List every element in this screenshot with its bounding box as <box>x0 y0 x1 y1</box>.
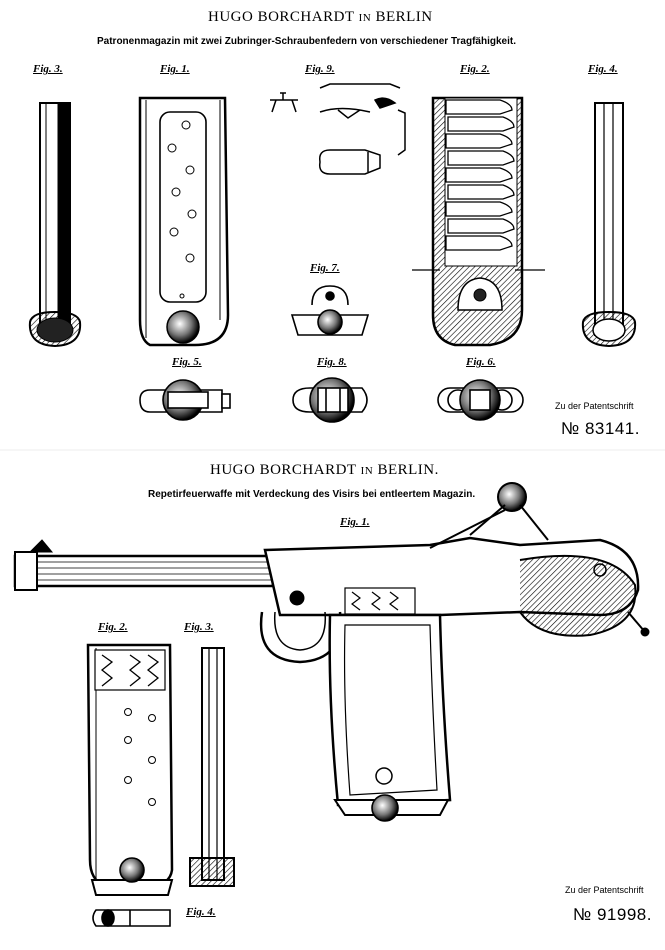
sheet2-fig3-drawing <box>189 647 235 887</box>
sheet2-patent-caption: Zu der Patentschrift <box>565 885 644 895</box>
sheet1-fig1-drawing <box>138 96 230 347</box>
sheet1-title: HUGO BORCHARDT IN BERLIN <box>208 9 433 26</box>
sheet2-inventor-city: BERLIN. <box>377 462 439 478</box>
sheet1-inventor-city: BERLIN <box>375 9 433 25</box>
sheet1-inventor-name: HUGO BORCHARDT <box>208 9 355 25</box>
sheet1-fig9-label: Fig. 9. <box>305 63 335 75</box>
sheet1-fig9-drawing <box>270 83 406 175</box>
sheet1-fig5-drawing <box>139 379 231 421</box>
sheet1-fig7-drawing <box>290 285 370 336</box>
sheet1-patent-caption: Zu der Patentschrift <box>555 401 634 411</box>
sheet2-patent-number: № 91998. <box>573 905 652 924</box>
sheet2-fig2-label: Fig. 2. <box>98 621 128 633</box>
sheet1-fig1-label: Fig. 1. <box>160 63 190 75</box>
sheet1-fig3-drawing <box>28 102 82 348</box>
sheet1-fig6-label: Fig. 6. <box>466 356 496 368</box>
sheet2-fig1-label: Fig. 1. <box>340 516 370 528</box>
sheet1-inventor-in: IN <box>358 12 372 24</box>
sheet2-fig4-drawing <box>92 909 171 927</box>
sheet1-fig4-label: Fig. 4. <box>588 63 618 75</box>
sheet2-title: HUGO BORCHARDT IN BERLIN. <box>210 462 439 479</box>
sheet2-inventor-name: HUGO BORCHARDT <box>210 462 357 478</box>
sheet2-fig2-drawing <box>86 643 174 896</box>
sheet1-fig7-label: Fig. 7. <box>310 262 340 274</box>
sheet1-fig4-drawing <box>581 102 637 348</box>
sheet2-fig3-label: Fig. 3. <box>184 621 214 633</box>
sheet1-fig2-drawing <box>412 96 545 347</box>
sheet1-fig2-label: Fig. 2. <box>460 63 490 75</box>
sheet1-fig8-label: Fig. 8. <box>317 356 347 368</box>
sheet2-fig1-pistol-drawing <box>13 482 650 822</box>
sheet1-subtitle: Patronenmagazin mit zwei Zubringer-Schra… <box>97 36 516 47</box>
sheet1-fig8-drawing <box>292 377 368 423</box>
sheet2-fig4-label: Fig. 4. <box>186 906 216 918</box>
sheet2-inventor-in: IN <box>360 465 374 477</box>
sheet1-fig3-label: Fig. 3. <box>33 63 63 75</box>
sheet1-fig6-drawing <box>437 379 524 421</box>
sheet2-subtitle: Repetirfeuerwaffe mit Verdeckung des Vis… <box>148 489 476 500</box>
sheet1-fig5-label: Fig. 5. <box>172 356 202 368</box>
sheet1-patent-number: № 83141. <box>561 419 640 438</box>
